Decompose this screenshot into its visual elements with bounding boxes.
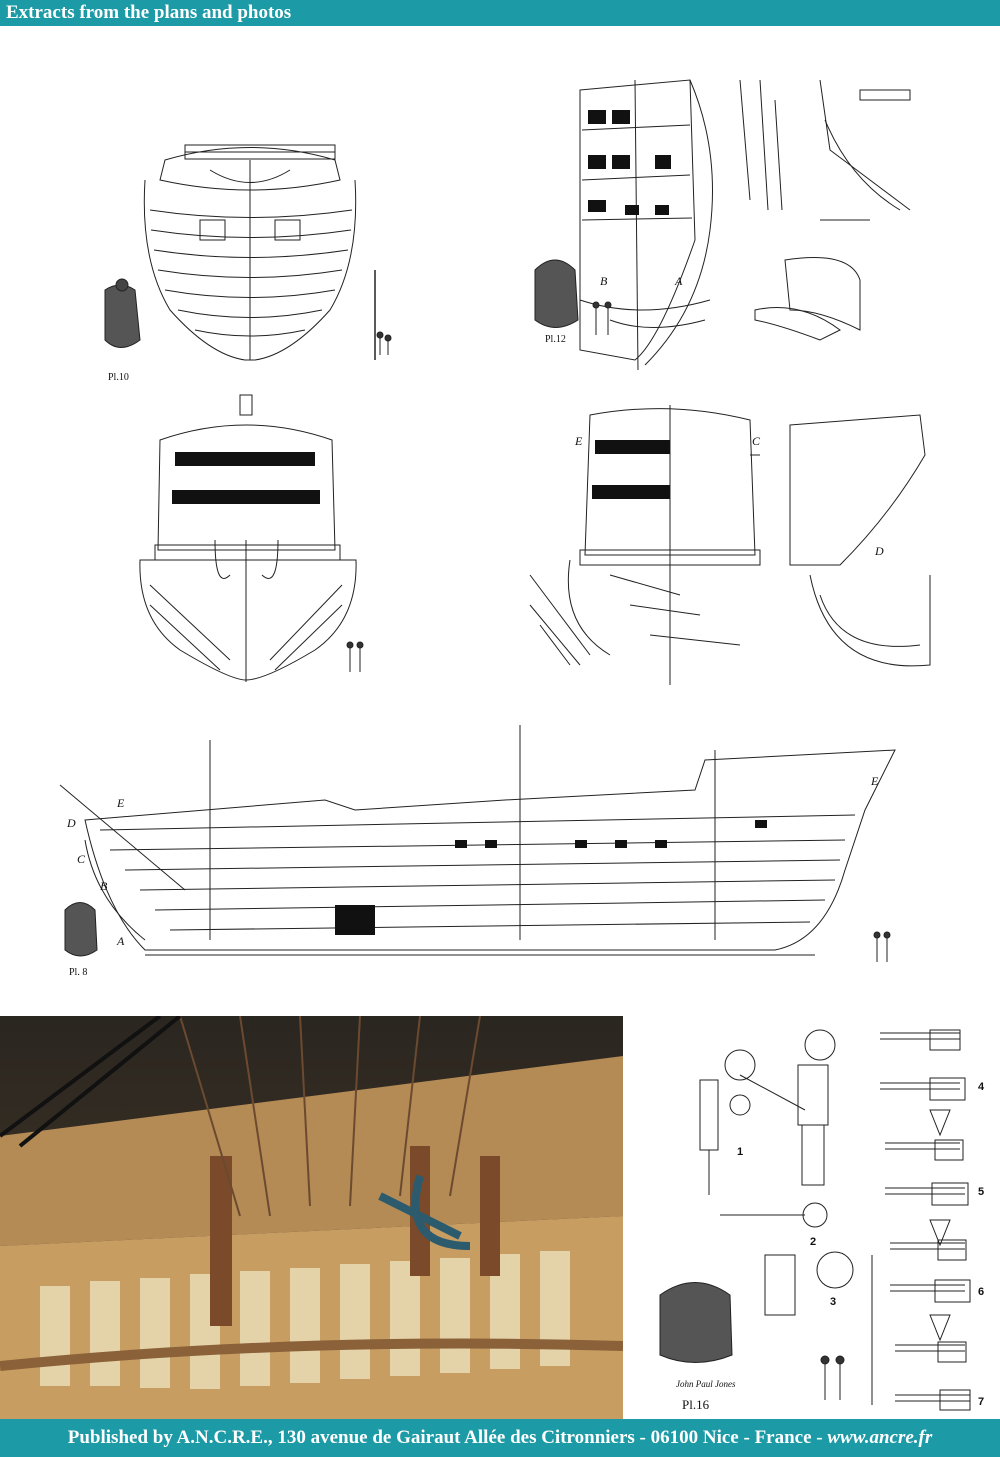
label-b: B bbox=[600, 274, 608, 288]
label-b: B bbox=[100, 879, 108, 893]
crest-emblem bbox=[64, 902, 98, 957]
label-e-stern: E bbox=[870, 774, 879, 788]
figure-number-7: 7 bbox=[978, 1396, 984, 1408]
figure-number-2: 2 bbox=[810, 1236, 816, 1248]
header-banner: Extracts from the plans and photos bbox=[0, 0, 1000, 26]
page-title: Extracts from the plans and photos bbox=[6, 2, 292, 23]
figure-number-6: 6 bbox=[978, 1286, 984, 1298]
figure-number-4: 4 bbox=[978, 1081, 985, 1093]
plate-label: Pl.12 bbox=[545, 334, 566, 345]
bow-detail-drawing: E C D bbox=[529, 405, 931, 685]
website-link[interactable]: www.ancre.fr bbox=[827, 1427, 933, 1448]
plate-label: Pl. 8 bbox=[69, 967, 87, 978]
plate-label: Pl.16 bbox=[682, 1397, 710, 1412]
label-d: D bbox=[874, 544, 884, 558]
crest-emblem bbox=[104, 278, 141, 348]
label-e: E bbox=[574, 434, 583, 448]
plate-label: Pl.10 bbox=[108, 372, 129, 383]
footer-banner: Published by A.N.C.R.E., 130 avenue de G… bbox=[0, 1419, 1000, 1457]
figure-number-5: 5 bbox=[978, 1186, 984, 1198]
signature-text: John Paul Jones bbox=[676, 1379, 736, 1389]
label-e: E bbox=[116, 796, 125, 810]
publisher-line: Published by A.N.C.R.E., 130 avenue de G… bbox=[68, 1427, 933, 1449]
figure-number-1: 1 bbox=[737, 1146, 743, 1158]
stern-view-drawing: Pl.10 bbox=[104, 144, 392, 383]
crest-emblem bbox=[659, 1282, 733, 1363]
cannon-sheet-drawing: John Paul Jones Pl.16 1 2 3 4 5 6 7 bbox=[659, 1029, 985, 1412]
label-c: C bbox=[752, 434, 761, 448]
profile-drawing: E D C B A E Pl. 8 bbox=[59, 725, 896, 978]
label-a: A bbox=[116, 934, 125, 948]
crest-emblem bbox=[534, 259, 579, 328]
label-c: C bbox=[77, 852, 86, 866]
detail-sheet-drawing: B A Pl.12 bbox=[534, 79, 911, 371]
label-a: A bbox=[674, 274, 683, 288]
label-d: D bbox=[66, 816, 76, 830]
bow-view-drawing bbox=[139, 394, 364, 682]
model-deck-photo bbox=[0, 1016, 623, 1421]
publisher-text: Published by A.N.C.R.E., 130 avenue de G… bbox=[67, 1427, 828, 1448]
figure-number-3: 3 bbox=[830, 1296, 836, 1308]
